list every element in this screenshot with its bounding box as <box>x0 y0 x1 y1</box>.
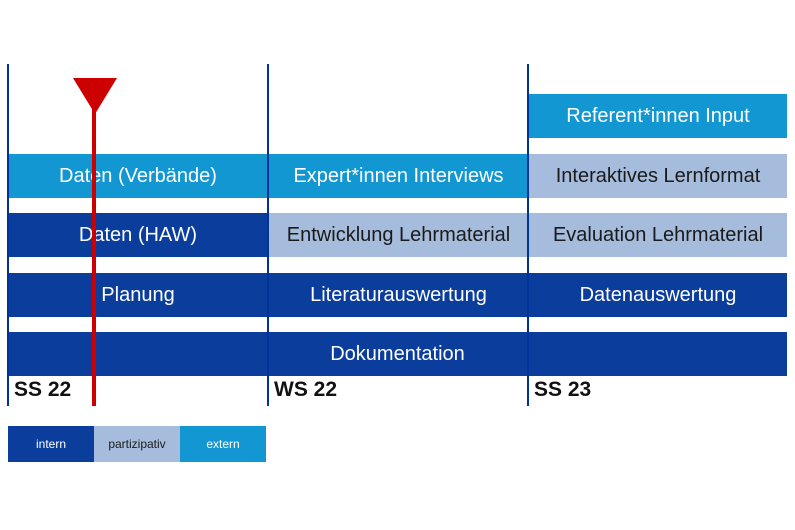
bar-literaturauswertung: Literaturauswertung <box>269 273 528 317</box>
bar-evaluation-lehrmaterial: Evaluation Lehrmaterial <box>529 213 787 257</box>
legend-partizipativ: partizipativ <box>94 426 180 462</box>
bar-entwicklung-lehrmaterial: Entwicklung Lehrmaterial <box>269 213 528 257</box>
bar-dokumentation: Dokumentation <box>8 332 787 376</box>
semester-divider-ss22 <box>7 64 9 406</box>
semester-label-ss22: SS 22 <box>14 378 72 401</box>
legend: intern partizipativ extern <box>8 426 266 462</box>
legend-intern: intern <box>8 426 94 462</box>
semester-divider-ss23 <box>527 64 529 406</box>
today-marker-triangle-icon <box>73 78 117 114</box>
today-marker-line <box>92 92 96 406</box>
bar-referent-input: Referent*innen Input <box>529 94 787 138</box>
bar-expert-interviews: Expert*innen Interviews <box>269 154 528 198</box>
semester-divider-ws22 <box>267 64 269 406</box>
semester-label-ws22: WS 22 <box>274 378 338 401</box>
semester-label-ss23: SS 23 <box>534 378 592 401</box>
bar-daten-verbaende: Daten (Verbände) <box>8 154 268 198</box>
bar-interaktives-lernformat: Interaktives Lernformat <box>529 154 787 198</box>
bar-planung: Planung <box>8 273 268 317</box>
legend-extern: extern <box>180 426 266 462</box>
bar-daten-haw: Daten (HAW) <box>8 213 268 257</box>
bar-datenauswertung: Datenauswertung <box>529 273 787 317</box>
